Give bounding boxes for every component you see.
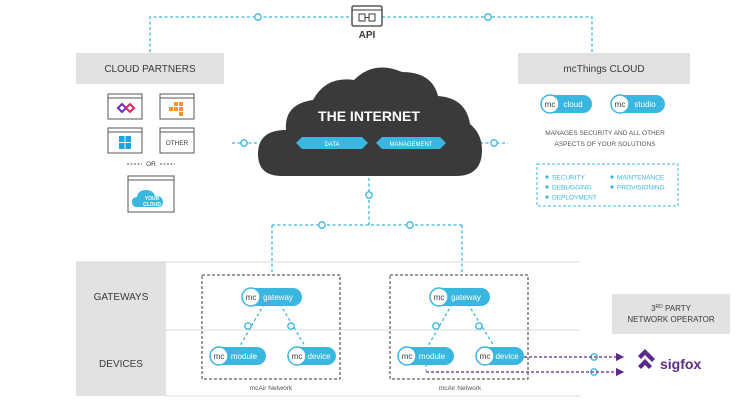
connector-dots xyxy=(240,13,598,376)
mcthings-cloud-header xyxy=(518,53,690,84)
gateways-row-header xyxy=(76,262,166,330)
other-label: OTHER xyxy=(166,140,189,147)
or-label: OR xyxy=(146,161,156,168)
network-2-gateway: mc gateway xyxy=(429,287,490,307)
network-2-box xyxy=(389,274,529,380)
features-list: SECURITY DEBUGGING DEPLOYMENT MAINTENANC… xyxy=(545,175,665,202)
management-arrow-band: MANAGEMENT xyxy=(376,137,446,149)
network-1-gateway-prefix: mc xyxy=(246,293,257,302)
network-1-module-prefix: mc xyxy=(214,352,225,361)
management-label: MANAGEMENT xyxy=(389,142,432,148)
network-2-device-label: device xyxy=(495,352,519,361)
network-1-box xyxy=(201,274,341,380)
cloud-partners-title: CLOUD PARTNERS xyxy=(104,64,196,75)
third-party-line2: NETWORK OPERATOR xyxy=(627,315,714,324)
your-cloud-line2: CLOUD xyxy=(143,202,161,208)
third-party-line1: 3RD PARTY xyxy=(651,304,692,313)
windows-icon xyxy=(119,136,131,149)
network-1-gateway: mc gateway xyxy=(241,287,302,307)
internet-cloud: THE INTERNET DATA MANAGEMENT xyxy=(258,67,482,176)
internet-title: THE INTERNET xyxy=(318,108,420,124)
feature-deployment: DEPLOYMENT xyxy=(552,195,597,202)
mc-studio-prefix: mc xyxy=(615,100,626,109)
devices-row-header xyxy=(76,330,166,396)
network-1-device-label: device xyxy=(307,352,331,361)
mcthings-cloud-title: mcThings CLOUD xyxy=(563,64,644,75)
sigfox-arrows xyxy=(426,352,625,377)
description-line-2: ASPECTS OF YOUR SOLUTIONS xyxy=(554,141,656,148)
infinity-icon xyxy=(116,102,136,114)
your-cloud-line1: YOUR xyxy=(145,196,160,202)
data-arrow-band: DATA xyxy=(296,137,368,149)
feature-provisioning: PROVISIONING xyxy=(617,185,665,192)
partner-tile-4: OTHER xyxy=(159,127,195,154)
features-box xyxy=(536,163,679,207)
gateways-label: GATEWAYS xyxy=(94,292,149,303)
mc-studio-label: studio xyxy=(634,100,656,109)
network-2-device-prefix: mc xyxy=(480,352,491,361)
network-1-module: mc module xyxy=(209,346,266,366)
description-line-1: MANAGES SECURITY AND ALL OTHER xyxy=(545,130,665,137)
sigfox-brand: sigfox xyxy=(660,356,701,372)
partner-tile-3 xyxy=(107,127,143,154)
network-2-label: mcAir Network xyxy=(439,385,482,392)
your-cloud-tile: YOUR CLOUD xyxy=(127,175,175,213)
feature-maintenance: MAINTENANCE xyxy=(617,175,665,182)
network-1-gateway-label: gateway xyxy=(263,293,293,302)
network-2-gateway-prefix: mc xyxy=(434,293,445,302)
your-cloud-icon xyxy=(132,190,163,207)
sigfox-logo: sigfox xyxy=(638,349,701,372)
network-2-module-label: module xyxy=(419,352,446,361)
boxes-icon xyxy=(169,102,183,116)
network-1-device: mc device xyxy=(287,346,336,366)
network-2-module: mc module xyxy=(397,346,454,366)
data-label: DATA xyxy=(324,142,339,148)
cloud-partners-header xyxy=(76,53,224,84)
network-2-module-prefix: mc xyxy=(402,352,413,361)
third-party-header xyxy=(612,294,730,334)
devices-label: DEVICES xyxy=(99,359,143,370)
sigfox-icon xyxy=(638,349,655,369)
network-2-gateway-label: gateway xyxy=(451,293,481,302)
mc-cloud-pill: mc cloud xyxy=(540,94,592,114)
feature-security: SECURITY xyxy=(552,175,586,182)
partner-tile-2 xyxy=(159,93,195,120)
network-1-module-label: module xyxy=(231,352,258,361)
network-2-device: mc device xyxy=(475,346,524,366)
mc-cloud-label: cloud xyxy=(563,100,582,109)
api-label: API xyxy=(359,30,376,41)
mc-studio-pill: mc studio xyxy=(610,94,665,114)
mc-cloud-prefix: mc xyxy=(545,100,556,109)
feature-debugging: DEBUGGING xyxy=(552,185,592,192)
partner-tile-1 xyxy=(107,93,143,120)
network-1-device-prefix: mc xyxy=(292,352,303,361)
api-icon xyxy=(351,5,383,27)
network-1-label: mcAir Network xyxy=(250,385,293,392)
